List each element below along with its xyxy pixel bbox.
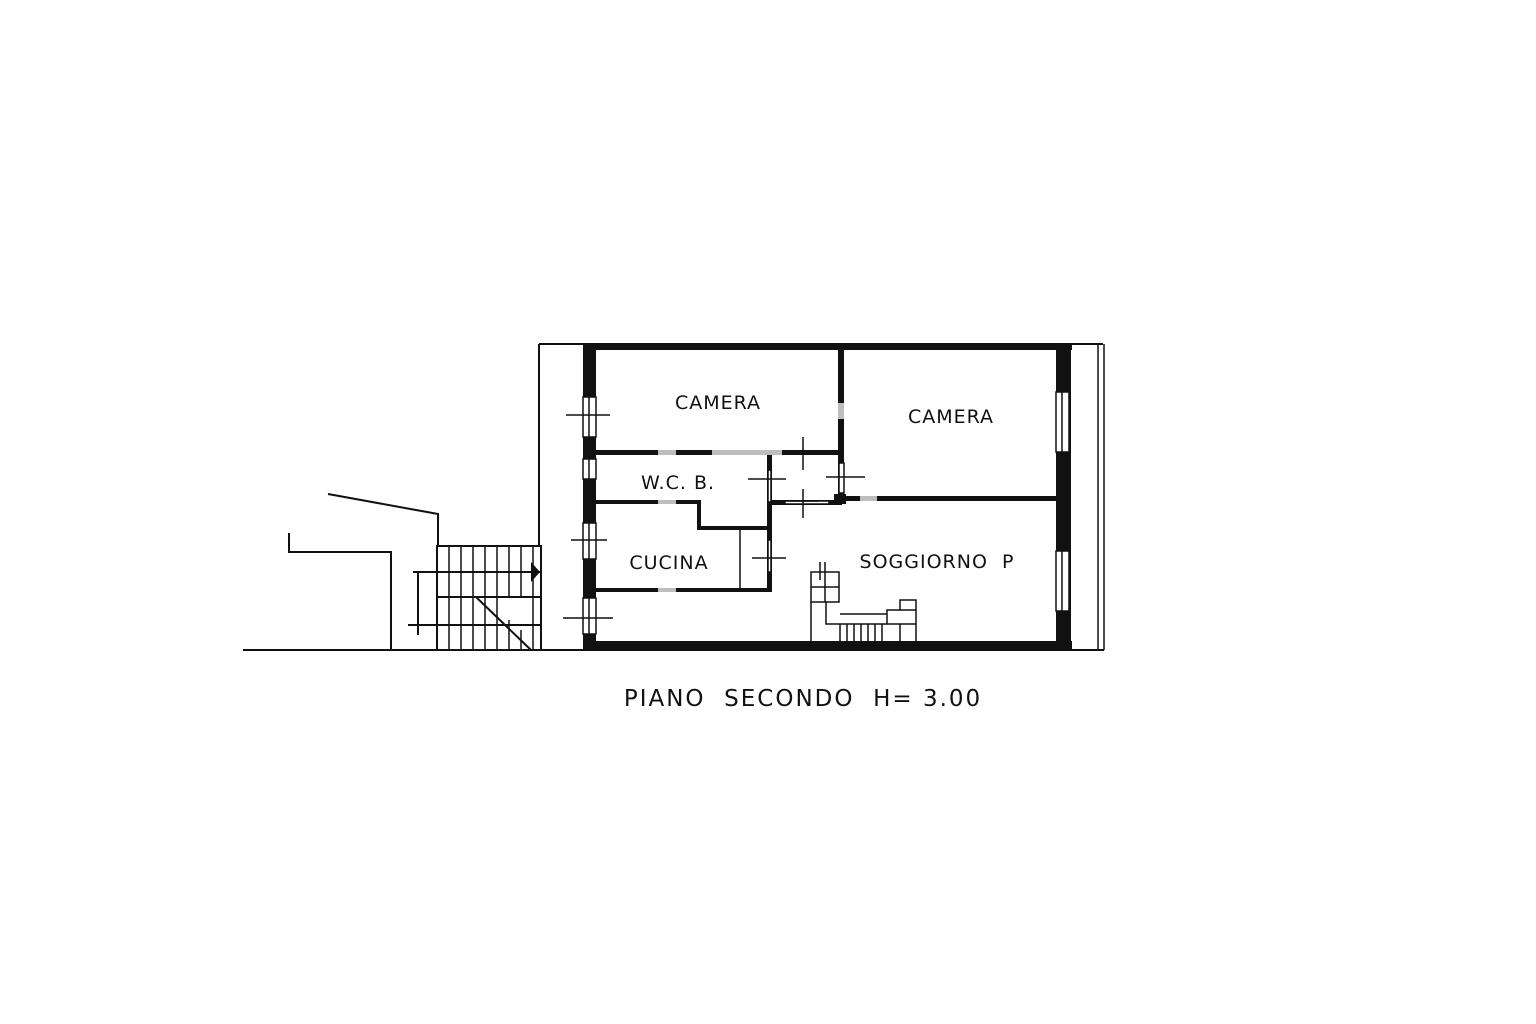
- room-label-camera-2: CAMERA: [908, 406, 994, 428]
- interior-staircase: [810, 562, 917, 641]
- room-label-cucina: CUCINA: [629, 552, 708, 574]
- room-label-soggiorno: SOGGIORNO P: [860, 551, 1015, 573]
- room-label-camera-1: CAMERA: [675, 392, 761, 414]
- floor-caption: PIANO SECONDO H= 3.00: [624, 686, 982, 712]
- external-staircase: [408, 545, 542, 651]
- external-outline: [243, 344, 590, 651]
- room-label-wc: W.C. B.: [641, 472, 715, 494]
- building-outline: [539, 343, 1105, 651]
